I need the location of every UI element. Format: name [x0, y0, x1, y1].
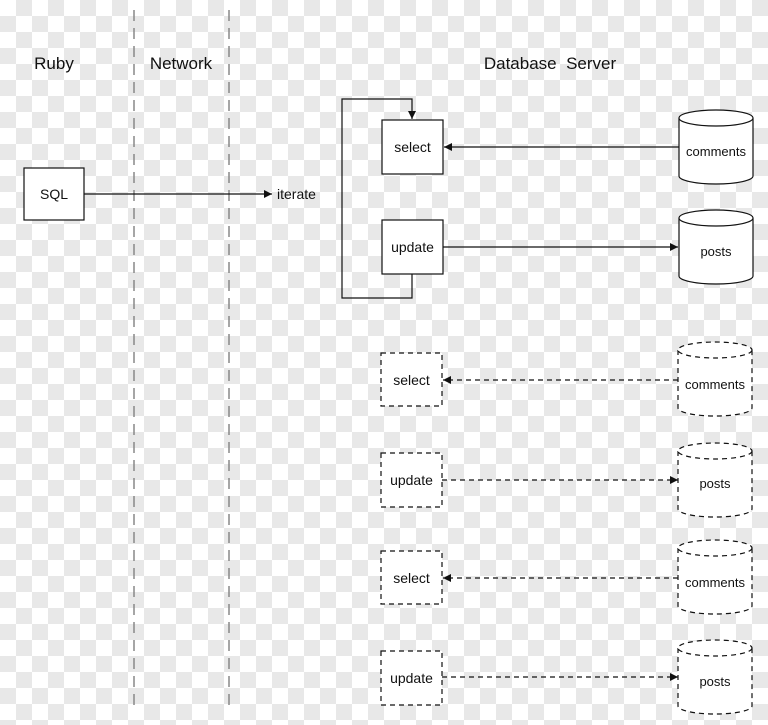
- sql-label: SQL: [40, 186, 68, 202]
- select-box: [381, 119, 444, 175]
- posts-database-icon: [678, 209, 754, 285]
- repeat-update-box: [380, 452, 443, 508]
- comments-database-icon: [678, 109, 754, 185]
- repeat-posts-label: posts: [699, 476, 731, 491]
- lane-title-network: Network: [150, 54, 213, 73]
- repeat-update-label: update: [390, 670, 433, 686]
- repeat-posts-database-icon: [677, 442, 753, 518]
- repeat-select-box: [380, 352, 443, 407]
- repeat-posts-label: posts: [699, 674, 731, 689]
- repeat-select-label: select: [393, 570, 430, 586]
- sql-box: [23, 167, 85, 221]
- posts-label: posts: [700, 244, 732, 259]
- update-label: update: [391, 239, 434, 255]
- lane-title-database-server: Database Server: [484, 54, 617, 73]
- iterate-label: iterate: [277, 186, 316, 202]
- select-label: select: [394, 139, 431, 155]
- repeat-comments-label: comments: [685, 377, 745, 392]
- comments-label: comments: [686, 144, 746, 159]
- repeat-comments-database-icon: [677, 341, 753, 417]
- update-box: [381, 219, 444, 275]
- repeat-update-label: update: [390, 472, 433, 488]
- lane-title-ruby: Ruby: [34, 54, 74, 73]
- repeat-update-box: [380, 650, 443, 706]
- repeat-comments-database-icon: [677, 539, 753, 615]
- repeat-select-box: [380, 550, 443, 605]
- repeat-select-label: select: [393, 372, 430, 388]
- iterate-loop-path: [341, 98, 416, 299]
- repeat-comments-label: comments: [685, 575, 745, 590]
- repeat-posts-database-icon: [677, 639, 753, 715]
